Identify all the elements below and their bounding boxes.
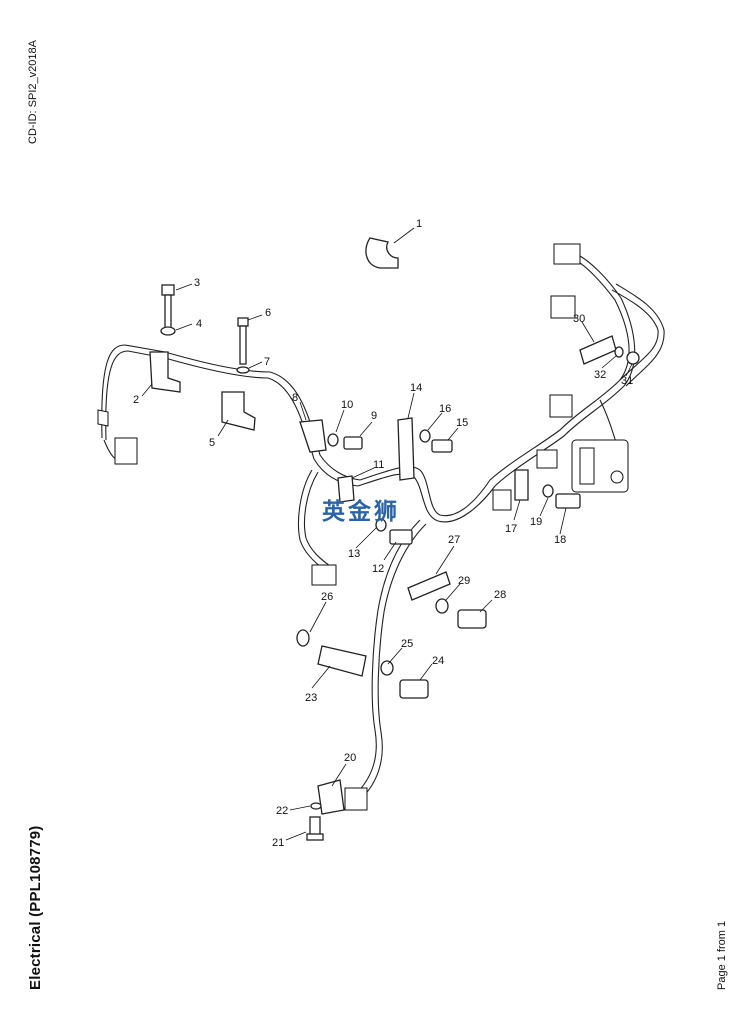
- callout-27: 27: [448, 534, 460, 546]
- callout-24: 24: [432, 655, 444, 667]
- connector-center: [492, 489, 512, 511]
- callout-16: 16: [439, 403, 451, 415]
- callout-1: 1: [416, 218, 422, 230]
- connector-mid-right: [549, 394, 573, 418]
- callout-5: 5: [209, 437, 215, 449]
- callout-2: 2: [133, 394, 139, 406]
- screw-part-12: [375, 518, 413, 545]
- connector-upper-right: [550, 295, 576, 319]
- callout-8: 8: [292, 392, 298, 404]
- callout-30: 30: [573, 313, 585, 325]
- bolt-part-6: [237, 317, 249, 365]
- junction-box-port: [610, 470, 624, 484]
- screw-part-28: [435, 598, 487, 629]
- bracket-part-5: [221, 391, 256, 431]
- connector-top: [553, 243, 581, 265]
- callout-23: 23: [305, 692, 317, 704]
- washer-part-26: [296, 629, 310, 647]
- callout-21: 21: [272, 837, 284, 849]
- callout-4: 4: [196, 318, 202, 330]
- callout-18: 18: [554, 534, 566, 546]
- screw-part-24: [380, 660, 429, 699]
- callout-6: 6: [265, 307, 271, 319]
- leader-lines: [141, 227, 633, 841]
- screw-part-15: [419, 429, 453, 453]
- bracket-part-20: [317, 779, 345, 815]
- callout-28: 28: [494, 589, 506, 601]
- connector-end-left: [97, 409, 109, 427]
- callout-11: 11: [373, 459, 384, 471]
- washer-part-22: [310, 802, 322, 810]
- callout-3: 3: [194, 277, 200, 289]
- callout-31: 31: [621, 375, 633, 387]
- screw-part-18: [542, 484, 581, 509]
- callout-15: 15: [456, 417, 468, 429]
- washer-part-4: [160, 326, 176, 336]
- connector-group: [97, 243, 629, 811]
- screw-part-21: [306, 816, 324, 841]
- washer-part-32: [614, 346, 624, 358]
- callout-10: 10: [341, 399, 353, 411]
- callout-17: 17: [505, 523, 517, 535]
- bolt-part-3: [161, 284, 175, 330]
- watermark: 英金狮: [322, 499, 400, 525]
- screw-part-9: [327, 433, 363, 450]
- callout-25: 25: [401, 638, 413, 650]
- bracket-part-2: [149, 351, 181, 393]
- connector-bottom: [344, 787, 368, 811]
- clip-part-27: [407, 571, 451, 601]
- clip-part-23: [317, 645, 367, 677]
- callout-32: 32: [594, 369, 606, 381]
- connector-left: [114, 437, 138, 465]
- clip-part-11: [337, 475, 355, 503]
- callout-9: 9: [371, 410, 377, 422]
- junction-box-plug: [579, 447, 595, 485]
- nut-part-31: [626, 351, 640, 365]
- callout-7: 7: [264, 356, 270, 368]
- callout-19: 19: [530, 516, 542, 528]
- washer-part-7: [236, 366, 250, 374]
- connector-lower-left: [311, 564, 337, 586]
- clip-part-30: [579, 335, 617, 365]
- callout-26: 26: [321, 591, 333, 603]
- callout-12: 12: [372, 563, 384, 575]
- cable-tie-part-1: [365, 237, 399, 269]
- connector-center-right: [536, 449, 558, 469]
- clip-part-17: [514, 469, 529, 501]
- callout-20: 20: [344, 752, 356, 764]
- wiring-harness: [101, 255, 665, 800]
- callout-14: 14: [410, 382, 422, 394]
- callout-labels: 1 2 3 4 5 6 7 8 9 10 11 12 13 14 15 16 1…: [133, 218, 633, 849]
- callout-22: 22: [276, 805, 288, 817]
- clip-part-8: [299, 419, 327, 453]
- clip-part-14: [397, 417, 415, 481]
- callout-13: 13: [348, 548, 360, 560]
- callout-29: 29: [458, 575, 470, 587]
